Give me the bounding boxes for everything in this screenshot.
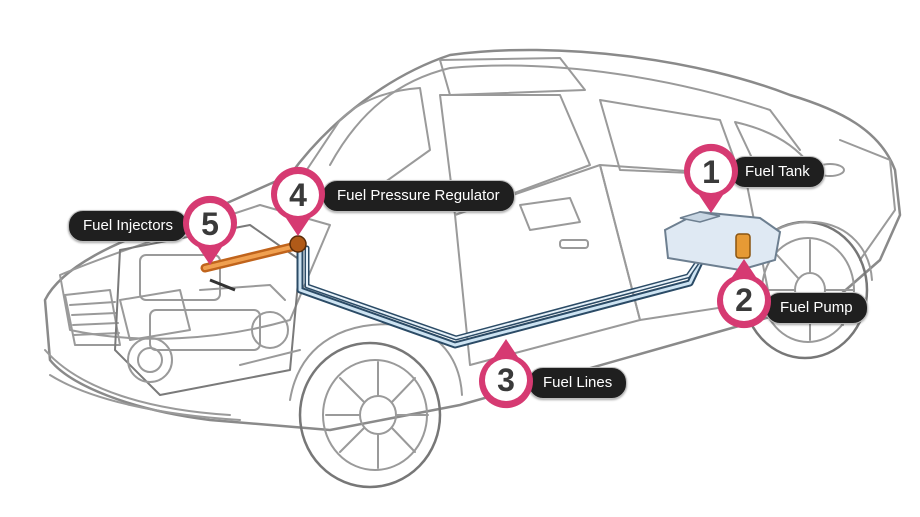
headlight [119, 289, 191, 341]
callout-label-fuel-lines: Fuel Lines [528, 367, 628, 399]
fuel-pump [735, 233, 751, 259]
car-roof [329, 64, 801, 166]
windshield [299, 87, 431, 201]
side-mirror [519, 197, 581, 231]
map-pin-icon [271, 166, 325, 236]
callout-marker-3: 3 [476, 337, 536, 409]
map-pin-icon [479, 339, 533, 409]
fuel-lines [296, 244, 709, 349]
callout-marker-2: 2 [714, 257, 774, 329]
callout-marker-5: 5 [180, 195, 240, 267]
fuel-tank [663, 210, 782, 272]
callout-label-fuel-pump: Fuel Pump [765, 292, 868, 324]
map-pin-icon [183, 195, 237, 265]
callout-marker-1: 1 [681, 143, 741, 215]
callout-number: 5 [201, 206, 219, 242]
sunroof [439, 57, 586, 96]
callout-label-fuel-pressure-regulator: Fuel Pressure Regulator [322, 180, 515, 212]
front-wheel [298, 341, 442, 489]
callout-number: 3 [497, 362, 515, 398]
front-door-window [439, 94, 591, 216]
callout-number: 1 [702, 154, 720, 190]
map-pin-icon [717, 259, 771, 329]
front-bumper [44, 349, 231, 416]
engine [114, 224, 301, 396]
map-pin-icon [684, 143, 738, 213]
grille [64, 289, 121, 346]
callout-marker-4: 4 [268, 166, 328, 238]
callout-label-fuel-tank: Fuel Tank [730, 156, 825, 188]
callout-number: 4 [289, 177, 307, 213]
callout-number: 2 [735, 282, 753, 318]
callout-label-fuel-injectors: Fuel Injectors [68, 210, 189, 242]
